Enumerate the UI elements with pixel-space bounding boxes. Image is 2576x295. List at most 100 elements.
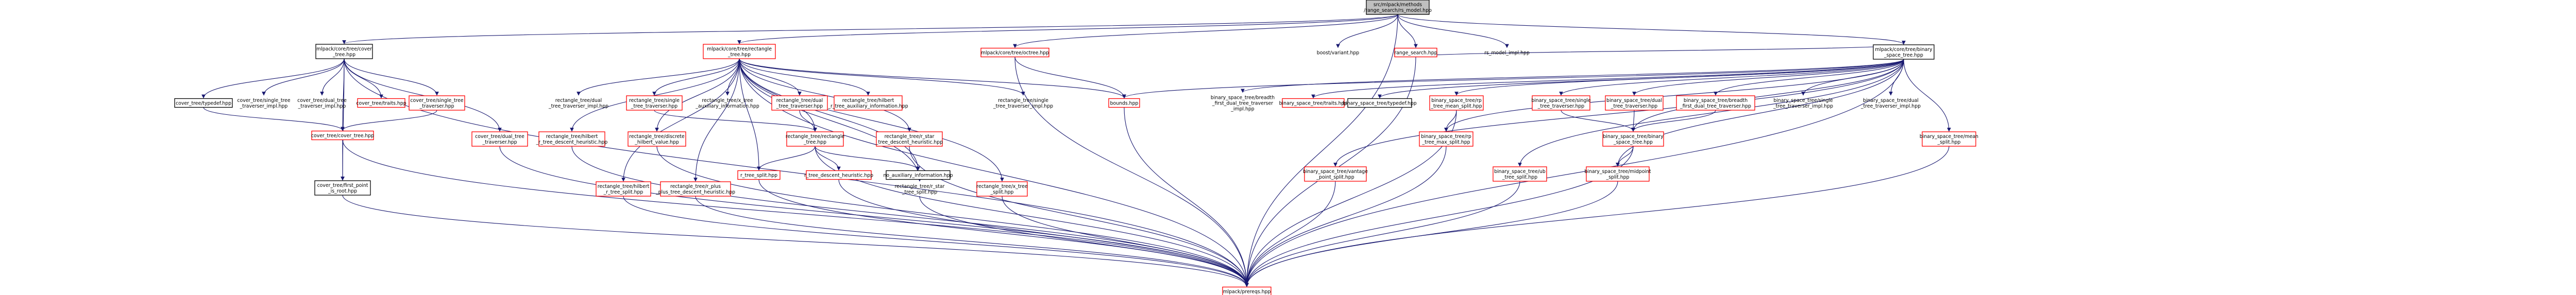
node-bst-rp-max[interactable]: binary_space_tree/rp_tree_max_split.hpp bbox=[1419, 131, 1473, 147]
node-rt-rstar-split[interactable]: rectangle_tree/r_star_tree_split.hpp bbox=[895, 184, 945, 195]
edge-bst-to-bst_mean_split bbox=[1903, 59, 1951, 132]
node-bst-traits[interactable]: binary_space_tree/traits.hpp bbox=[1279, 98, 1348, 108]
node-bst-breadth-trav[interactable]: binary_space_tree/breadth_first_dual_tre… bbox=[1676, 95, 1755, 111]
node-octree[interactable]: mlpack/core/tree/octree.hpp bbox=[980, 47, 1049, 58]
node-ct-dual-trav-impl[interactable]: cover_tree/dual_tree_traverser_impl.hpp bbox=[297, 98, 347, 109]
node-bst[interactable]: mlpack/core/tree/binary_space_tree.hpp bbox=[1873, 44, 1935, 60]
edge-rect_tree-to-rt_dual_trav_impl bbox=[577, 58, 740, 96]
edge-rect_tree-to-rt_x_split bbox=[739, 58, 1004, 182]
node-rt-x-split[interactable]: rectangle_tree/x_tree_split.hpp bbox=[976, 181, 1028, 197]
node-bst-mean-split[interactable]: binary_space_tree/mean_split.hpp bbox=[1920, 131, 1978, 147]
node-label-line: src/mlpack/methods bbox=[1374, 2, 1422, 8]
node-rt-discrete-hilbert[interactable]: rectangle_tree/discrete_hilbert_value.hp… bbox=[628, 131, 686, 147]
node-rt-single-trav-impl[interactable]: rectangle_tree/single_tree_traverser_imp… bbox=[993, 98, 1053, 109]
node-label-line: _space_tree.hpp bbox=[1613, 140, 1653, 145]
node-label-line: binary_space_tree/vantage bbox=[1303, 169, 1368, 175]
node-ct-typedef[interactable]: cover_tree/typedef.hpp bbox=[174, 98, 233, 108]
node-bst-dual-trav[interactable]: binary_space_tree/dual_tree_traverser.hp… bbox=[1605, 95, 1664, 111]
node-rt-hilbert-aux[interactable]: rectangle_tree/hilbert_r_tree_auxiliary_… bbox=[827, 95, 908, 111]
node-rt-rtree-aux[interactable]: rectangle_tree/x_tree_auxiliary_informat… bbox=[695, 98, 759, 109]
node-box bbox=[1366, 0, 1430, 15]
node-box bbox=[538, 131, 605, 147]
node-rt-r-desc[interactable]: r_tree_descent_heuristic.hpp bbox=[804, 170, 873, 180]
node-label-line: _plus_tree_descent_heuristic.hpp bbox=[655, 189, 735, 195]
edge-rt_r_desc-to-prereqs bbox=[838, 179, 1249, 287]
node-cover-tree[interactable]: mlpack/core/tree/cover_tree.hpp bbox=[315, 44, 373, 59]
edge-bst-to-bst_rp_mean bbox=[1454, 59, 1904, 96]
edge-bst-to-bst_ub bbox=[1518, 59, 1904, 167]
node-rt-rect[interactable]: rectangle_tree/rectangle_tree.hpp bbox=[786, 131, 845, 147]
node-rt-hilbert-desc[interactable]: rectangle_tree/hilbert_r_tree_descent_he… bbox=[536, 131, 608, 147]
node-label-line: no_auxiliary_information.hpp bbox=[883, 173, 953, 179]
edge-rect_tree-to-rt_single_trav bbox=[652, 58, 740, 96]
node-bst-typedef[interactable]: binary_space_tree/typedef.hpp bbox=[1343, 98, 1417, 108]
node-rt-rstar-desc[interactable]: rectangle_tree/r_star_tree_descent_heuri… bbox=[875, 131, 943, 147]
node-bst-bst[interactable]: binary_space_tree/binary_space_tree.hpp bbox=[1602, 131, 1664, 147]
node-label-line: _first_dual_tree_traverser.hpp bbox=[1680, 103, 1751, 109]
node-rt-single-trav[interactable]: rectangle_tree/single_tree_traverser.hpp bbox=[626, 95, 683, 111]
node-prereqs[interactable]: mlpack/prereqs.hpp bbox=[1222, 286, 1272, 295]
node-label-line: binary_space_tree/single bbox=[1531, 98, 1591, 103]
node-box bbox=[703, 44, 776, 59]
node-ct-dual-trav[interactable]: cover_tree/dual_tree_traverser.hpp bbox=[471, 131, 528, 147]
edge-ct_typedef-to-ct_cover_tree bbox=[203, 107, 345, 131]
node-root[interactable]: src/mlpack/methods/range_search/rs_model… bbox=[1364, 0, 1432, 15]
node-label-line: binary_space_tree/typedef.hpp bbox=[1343, 101, 1417, 107]
node-label-line: cover_tree/first_point bbox=[317, 183, 368, 188]
node-box bbox=[311, 130, 374, 141]
edge-rect_tree-to-bounds bbox=[739, 58, 1126, 99]
node-box bbox=[886, 170, 951, 180]
node-label-line: rectangle_tree/x_tree bbox=[976, 184, 1028, 189]
node-label-line: _hilbert_value.hpp bbox=[634, 140, 679, 145]
edge-rt_discrete_hilbert-to-prereqs bbox=[656, 146, 1249, 287]
node-label-line: binary_space_tree/dual bbox=[1606, 98, 1662, 103]
edge-bst-to-bst_single_trav_impl bbox=[1801, 59, 1904, 96]
node-bst-breadth-trav-impl[interactable]: binary_space_tree/breadth_first_dual_tre… bbox=[1211, 95, 1275, 112]
node-box bbox=[1222, 286, 1272, 295]
node-boost-variant[interactable]: boost/variant.hpp bbox=[1317, 50, 1359, 56]
edge-bst-to-bst_vantage bbox=[1333, 59, 1904, 167]
node-rt-rplus-desc[interactable]: rectangle_tree/r_plus_plus_tree_descent_… bbox=[655, 181, 735, 197]
edge-bst-to-bounds bbox=[1122, 59, 1904, 99]
node-ct-traits[interactable]: cover_tree/traits.hpp bbox=[356, 98, 406, 108]
node-range-search[interactable]: range_search.hpp bbox=[1394, 47, 1437, 58]
node-label-line: r_tree_split.hpp bbox=[740, 173, 777, 179]
node-box bbox=[596, 181, 651, 197]
node-ct-single-trav-impl[interactable]: cover_tree/single_tree_traverser_impl.hp… bbox=[237, 98, 290, 109]
node-bounds[interactable]: bounds.hpp bbox=[1108, 98, 1140, 108]
node-box bbox=[1605, 95, 1664, 111]
node-bst-single-trav-impl[interactable]: binary_space_tree/single_tree_traverser_… bbox=[1773, 98, 1833, 109]
node-bst-dual-trav-impl[interactable]: binary_space_tree/dual_tree_traverser_im… bbox=[1860, 98, 1921, 109]
node-ct-single-trav[interactable]: cover_tree/single_tree_traverser.hpp bbox=[409, 95, 465, 111]
edge-bst_rp_max-to-prereqs bbox=[1245, 146, 1447, 287]
node-label-line: cover_tree/single_tree bbox=[410, 98, 463, 103]
node-rs-model-impl[interactable]: rs_model_impl.hpp bbox=[1484, 50, 1530, 56]
node-ct-cover-tree[interactable]: cover_tree/cover_tree.hpp bbox=[311, 130, 374, 141]
node-box bbox=[357, 98, 405, 108]
node-bst-rp-mean[interactable]: binary_space_tree/rp_tree_mean_split.hpp bbox=[1429, 95, 1484, 111]
node-rect-tree[interactable]: mlpack/core/tree/rectangle_tree.hpp bbox=[703, 44, 776, 59]
edge-bst-to-bst_breadth_trav_impl bbox=[1241, 59, 1904, 93]
node-label-line: _split.hpp bbox=[1937, 140, 1961, 145]
edge-ct_cover_tree-to-prereqs bbox=[342, 140, 1249, 287]
node-label-line: mlpack/core/tree/cover bbox=[316, 46, 372, 52]
node-ct-first-point[interactable]: cover_tree/first_point_is_root.hpp bbox=[314, 180, 371, 196]
file-nodes: src/mlpack/methods/range_search/rs_model… bbox=[174, 0, 1978, 295]
node-rt-hilbert-split[interactable]: rectangle_tree/hilbert_r_tree_split.hpp bbox=[596, 181, 651, 197]
node-label-line: cover_tree/single_tree bbox=[237, 98, 290, 103]
node-rt-dual-trav[interactable]: rectangle_tree/dual_tree_traverser.hpp bbox=[771, 95, 828, 111]
node-label-line: _space_tree.hpp bbox=[1884, 53, 1923, 58]
edge-bst_ub-to-prereqs bbox=[1245, 181, 1520, 287]
node-rt-dual-trav-impl[interactable]: rectangle_tree/dual_tree_traverser_impl.… bbox=[548, 98, 608, 109]
node-bst-vantage[interactable]: binary_space_tree/vantage_point_split.hp… bbox=[1303, 166, 1368, 182]
node-label-line: rectangle_tree/discrete bbox=[629, 134, 685, 140]
edge-ct_first_point-to-prereqs bbox=[342, 195, 1249, 287]
edge-root-to-range_search bbox=[1397, 14, 1418, 48]
node-rt-r-split[interactable]: r_tree_split.hpp bbox=[737, 170, 781, 180]
node-bst-ub[interactable]: binary_space_tree/ub_tree_split.hpp bbox=[1493, 166, 1547, 182]
node-label-line: _tree_traverser.hpp bbox=[631, 103, 677, 109]
node-bst-midpoint[interactable]: binary_space_tree/midpoint_split.hpp bbox=[1584, 166, 1651, 182]
node-bst-single-trav[interactable]: binary_space_tree/single_tree_traverser.… bbox=[1531, 95, 1591, 111]
node-box bbox=[1922, 131, 1976, 147]
node-rt-no-aux[interactable]: no_auxiliary_information.hpp bbox=[883, 170, 953, 180]
